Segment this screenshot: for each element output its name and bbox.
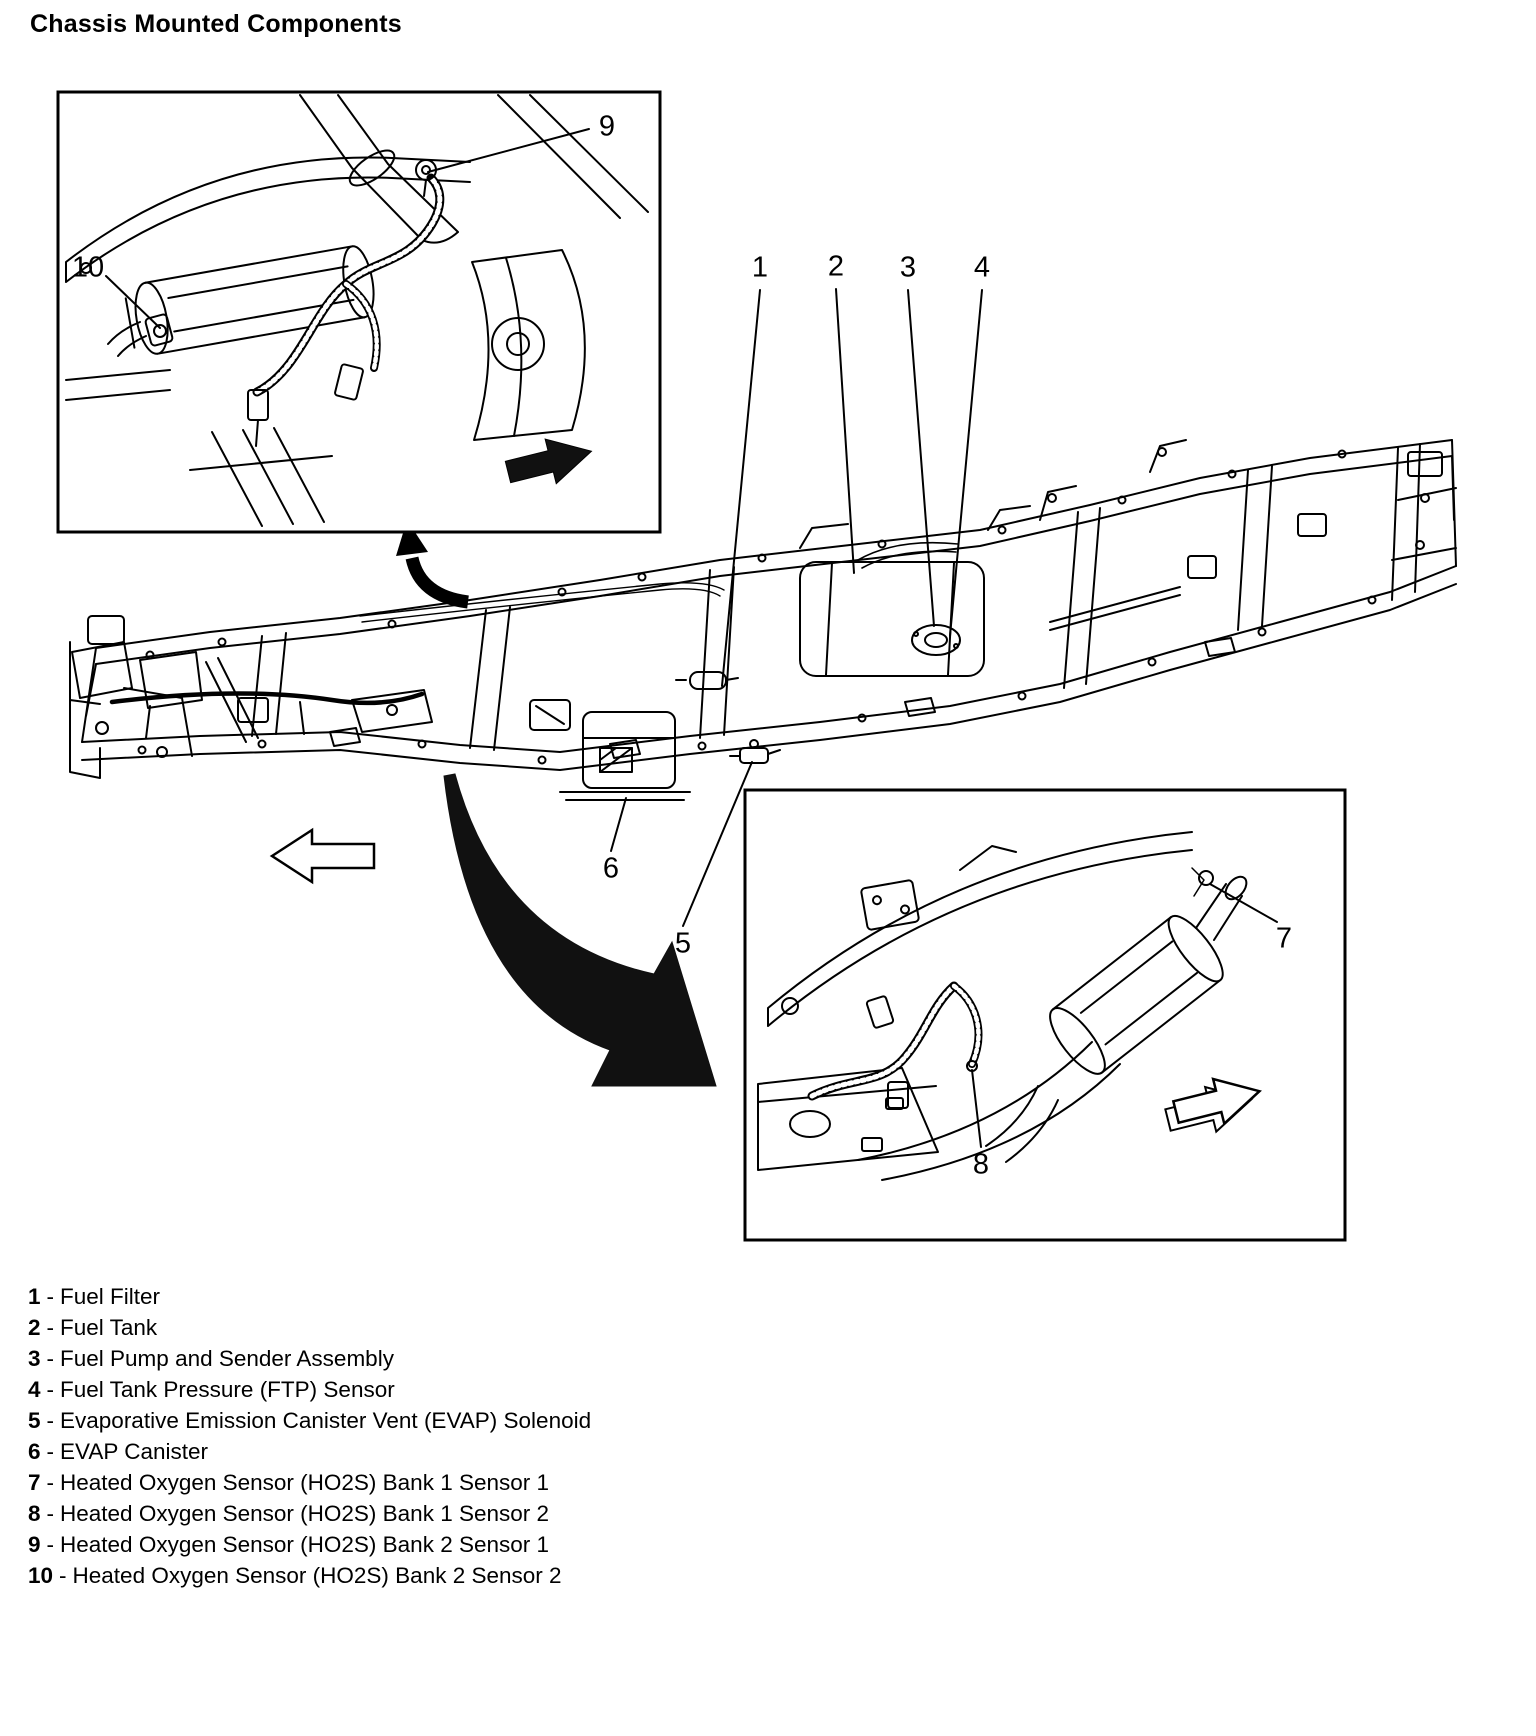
callout-6: 6 — [602, 852, 620, 885]
legend-item: 9-Heated Oxygen Sensor (HO2S) Bank 2 Sen… — [28, 1532, 591, 1558]
legend-item: 10-Heated Oxygen Sensor (HO2S) Bank 2 Se… — [28, 1563, 591, 1589]
legend-item-number: 3 — [28, 1346, 41, 1371]
legend-item-number: 9 — [28, 1532, 41, 1557]
page-title: Chassis Mounted Components — [30, 10, 402, 38]
inset-2-border — [743, 788, 1347, 1242]
legend-item: 6-EVAP Canister — [28, 1439, 591, 1465]
legend-item-number: 6 — [28, 1439, 41, 1464]
legend-item-label: EVAP Canister — [60, 1439, 209, 1464]
legend-item-number: 8 — [28, 1501, 41, 1526]
legend-item-label: Heated Oxygen Sensor (HO2S) Bank 2 Senso… — [72, 1563, 562, 1588]
legend-item: 7-Heated Oxygen Sensor (HO2S) Bank 1 Sen… — [28, 1470, 591, 1496]
legend-separator: - — [46, 1501, 55, 1526]
legend-item-label: Fuel Tank — [60, 1315, 158, 1340]
callout-10: 10 — [71, 251, 105, 284]
inset-2-direction-arrow — [1171, 1077, 1262, 1127]
legend-separator: - — [46, 1346, 55, 1371]
legend-item-number: 7 — [28, 1470, 41, 1495]
callout-1: 1 — [751, 251, 769, 284]
callout-2: 2 — [827, 250, 845, 283]
legend-item-number: 2 — [28, 1315, 41, 1340]
legend-item-label: Evaporative Emission Canister Vent (EVAP… — [60, 1408, 592, 1433]
legend-item: 1-Fuel Filter — [28, 1284, 591, 1310]
inset-1-direction-arrow — [504, 438, 593, 485]
callout-8: 8 — [972, 1148, 990, 1181]
legend-item-label: Heated Oxygen Sensor (HO2S) Bank 1 Senso… — [60, 1501, 550, 1526]
legend: 1-Fuel Filter 2-Fuel Tank 3-Fuel Pump an… — [28, 1284, 591, 1589]
legend-item-label: Heated Oxygen Sensor (HO2S) Bank 1 Senso… — [60, 1470, 550, 1495]
legend-separator: - — [46, 1470, 55, 1495]
legend-separator: - — [46, 1532, 55, 1557]
callout-7: 7 — [1275, 922, 1293, 955]
flow-arrows — [269, 520, 717, 1087]
legend-separator: - — [46, 1408, 55, 1433]
legend-item-label: Fuel Filter — [60, 1284, 161, 1309]
curved-arrow-to-inset-1 — [405, 556, 469, 609]
curved-arrow-to-inset-2 — [443, 773, 717, 1087]
legend-item: 4-Fuel Tank Pressure (FTP) Sensor — [28, 1377, 591, 1403]
callout-leader-lines — [105, 128, 1278, 1148]
chassis-frame-drawing — [69, 439, 1457, 801]
left-direction-arrow — [269, 827, 376, 885]
legend-separator: - — [46, 1439, 55, 1464]
inset-detail-1 — [56, 90, 662, 534]
legend-separator: - — [59, 1563, 67, 1588]
callout-9: 9 — [598, 110, 616, 143]
legend-item-label: Fuel Pump and Sender Assembly — [60, 1346, 394, 1371]
legend-item-number: 10 — [28, 1563, 54, 1588]
legend-item-number: 1 — [28, 1284, 41, 1309]
legend-separator: - — [46, 1377, 55, 1402]
inset-detail-2 — [743, 788, 1347, 1242]
callout-3: 3 — [899, 251, 917, 284]
legend-item-number: 4 — [28, 1377, 41, 1402]
callout-4: 4 — [973, 251, 991, 284]
legend-item: 8-Heated Oxygen Sensor (HO2S) Bank 1 Sen… — [28, 1501, 591, 1527]
legend-separator: - — [46, 1284, 55, 1309]
legend-item-label: Heated Oxygen Sensor (HO2S) Bank 2 Senso… — [60, 1532, 550, 1557]
curved-arrow-to-inset-1-head — [396, 520, 428, 556]
legend-item: 3-Fuel Pump and Sender Assembly — [28, 1346, 591, 1372]
legend-item-number: 5 — [28, 1408, 41, 1433]
callout-5: 5 — [674, 927, 692, 960]
legend-separator: - — [46, 1315, 55, 1340]
legend-item-label: Fuel Tank Pressure (FTP) Sensor — [60, 1377, 395, 1402]
legend-item: 5-Evaporative Emission Canister Vent (EV… — [28, 1408, 591, 1434]
legend-item: 2-Fuel Tank — [28, 1315, 591, 1341]
